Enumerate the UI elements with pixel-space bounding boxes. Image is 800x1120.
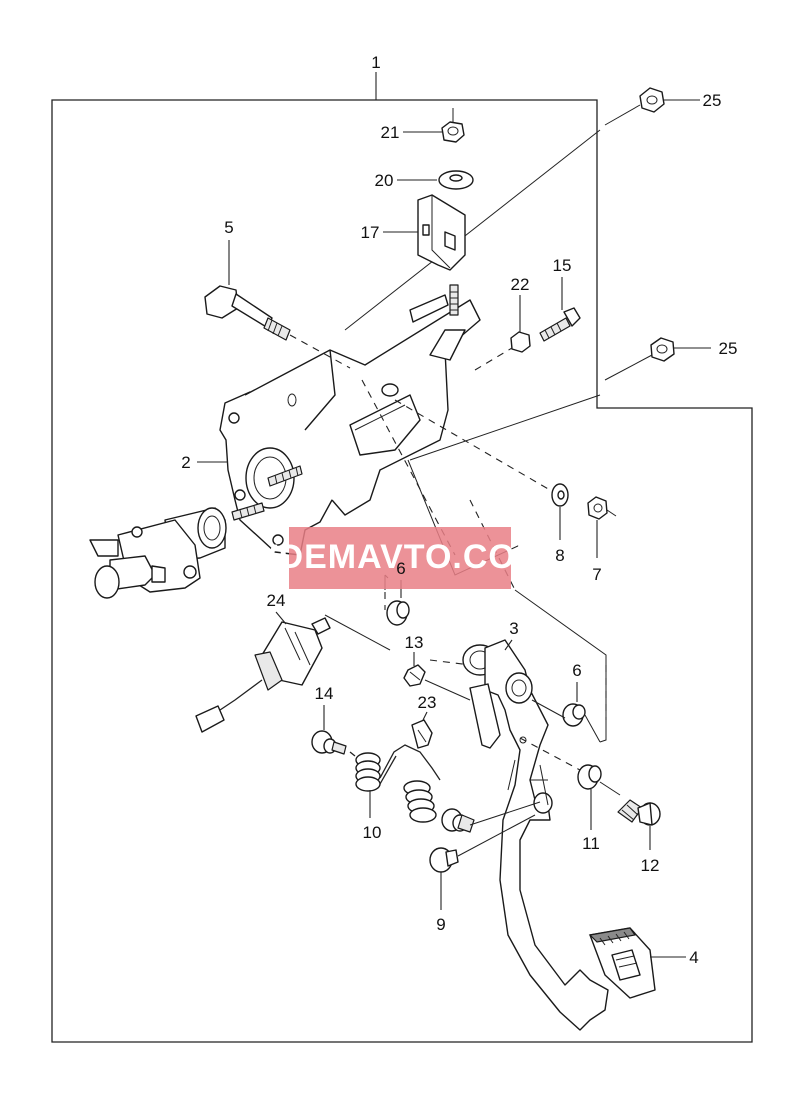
- bracket-part-17: [417, 194, 466, 271]
- stopper-part-9: [429, 847, 459, 873]
- bolt-part-15: [539, 307, 581, 342]
- callout-4: 4: [689, 948, 698, 967]
- callout-labels: 1 2 3 4 5 6 6 7 8 9 10 11 12 13 14 15 17…: [181, 53, 737, 967]
- bolt-15-axis: [474, 347, 513, 371]
- pedal-arm-axis: [531, 699, 566, 719]
- callout-23: 23: [418, 693, 437, 712]
- callout-6-lower: 6: [572, 661, 581, 680]
- callout-5: 5: [224, 218, 233, 237]
- clutch-pedal-arm-part-3: [462, 639, 609, 1031]
- bolt-part-5: [204, 285, 291, 341]
- bracket-edge-upper: [344, 129, 601, 331]
- pin-12-axis: [519, 737, 581, 771]
- callout-2: 2: [181, 453, 190, 472]
- callout-7: 7: [592, 565, 601, 584]
- pin-12-axis-2: [599, 781, 621, 796]
- bushing-part-11: [577, 764, 602, 790]
- clutch-switch-part-24: [195, 617, 331, 733]
- clip-13-bracket-line: [424, 679, 471, 701]
- watermark: VDEMAVTO.COM: [255, 527, 545, 589]
- nut-part-25-upper: [639, 87, 665, 113]
- callout-17: 17: [361, 223, 380, 242]
- bushing-part-14: [311, 730, 347, 755]
- bolt-5-axis: [289, 334, 351, 369]
- bracket-edge-lower: [409, 394, 601, 461]
- callout-12: 12: [641, 856, 660, 875]
- assembly-frame: [51, 99, 753, 1043]
- callout-24-leader: [275, 611, 287, 625]
- callout-9: 9: [436, 915, 445, 934]
- callout-3: 3: [509, 619, 518, 638]
- spring-part-10: [349, 744, 441, 823]
- nut-part-7: [587, 496, 608, 520]
- washer-part-20: [438, 170, 474, 190]
- bushing-part-6-lower: [562, 703, 586, 727]
- callout-6-upper: 6: [396, 559, 405, 578]
- pedal-pad-part-4: [588, 927, 656, 999]
- callout-15: 15: [553, 256, 572, 275]
- callout-10: 10: [363, 823, 382, 842]
- callout-14: 14: [315, 684, 334, 703]
- nut-25-upper-axis: [604, 104, 641, 126]
- spring-axis: [469, 801, 541, 826]
- clutch-master-cylinder: [89, 507, 227, 599]
- callout-21: 21: [381, 123, 400, 142]
- switch-axis: [324, 614, 391, 651]
- bushing-part-6-upper: [386, 600, 410, 626]
- nut-part-22: [510, 331, 531, 353]
- bushing-6b-axis: [584, 714, 601, 743]
- callout-25-lower: 25: [719, 339, 738, 358]
- callout-23-leader: [422, 711, 428, 721]
- callout-11: 11: [582, 834, 600, 853]
- nut-part-25-lower: [650, 337, 675, 362]
- callout-22: 22: [511, 275, 530, 294]
- stopper-9-axis: [457, 814, 536, 857]
- callout-13: 13: [405, 633, 424, 652]
- callout-8: 8: [555, 546, 564, 565]
- spring-retainer: [441, 808, 475, 833]
- clip-part-13: [403, 664, 426, 687]
- clip-part-23: [411, 719, 433, 749]
- stud-8-7-axis-end: [606, 509, 617, 517]
- nut-25-lower-axis: [604, 354, 653, 381]
- pin-part-12: [617, 799, 661, 826]
- pedal-bracket-part: [219, 284, 481, 556]
- washer-part-8: [551, 483, 569, 507]
- callout-1: 1: [371, 53, 380, 72]
- callout-3-leader: [504, 639, 513, 651]
- callout-20: 20: [375, 171, 394, 190]
- callout-25-upper: 25: [703, 91, 722, 110]
- callout-24: 24: [267, 591, 286, 610]
- nut-part-21: [441, 121, 465, 143]
- stud-8-7-axis: [394, 399, 551, 491]
- watermark-text: VDEMAVTO.COM: [255, 538, 545, 576]
- clip-13-dash: [429, 659, 471, 666]
